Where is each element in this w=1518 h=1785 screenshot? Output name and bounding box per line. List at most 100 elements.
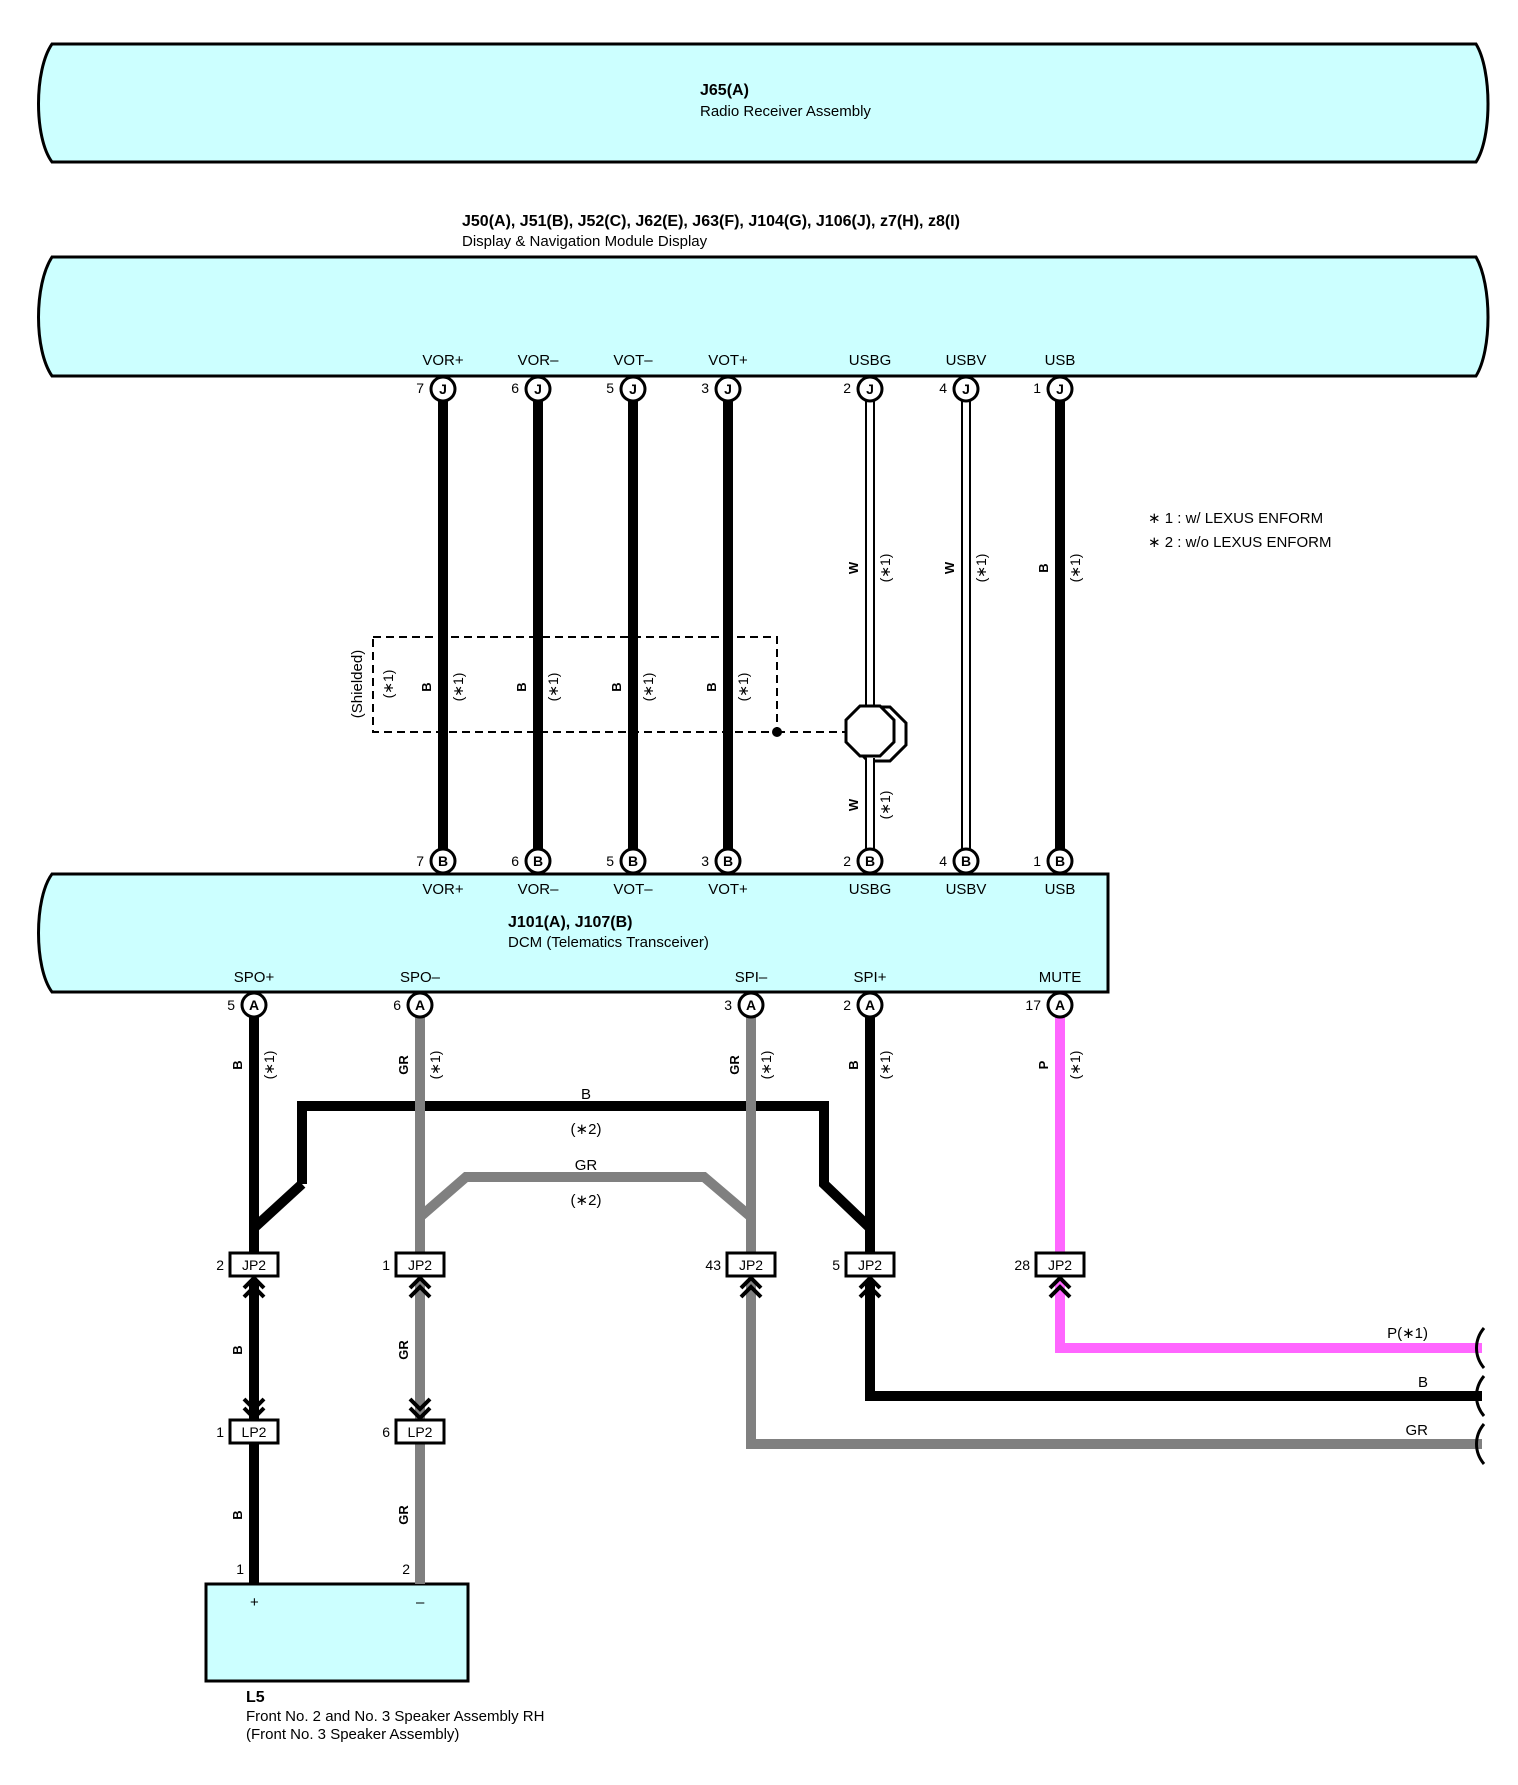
dcm-conn-spi-minus: A — [746, 997, 756, 1013]
label-note-spi-plus: (∗1) — [877, 1051, 893, 1080]
label-note-spo-plus: (∗1) — [261, 1051, 277, 1080]
right-lead-label-b: B — [1418, 1374, 1428, 1391]
speaker-id: L5 — [246, 1689, 265, 1706]
label-note-mute: (∗1) — [1067, 1051, 1083, 1080]
dcm-signal-spi-plus: SPI+ — [854, 969, 887, 986]
lp2-pin-2: 6 — [382, 1424, 390, 1440]
wire-right-b — [865, 1280, 1482, 1401]
display-signal-usbg: USBG — [849, 352, 892, 369]
lp2-connectors — [228, 1397, 446, 1445]
dcm-telematics-transceiver: J101(A), J107(B) DCM (Telematics Transce… — [37, 872, 1110, 994]
lp2-label-1: LP2 — [242, 1424, 267, 1440]
label-color-usb: B — [1036, 563, 1051, 572]
label-color-speaker-b: B — [230, 1510, 245, 1519]
dcm-signal-spo-minus: SPO– — [400, 969, 441, 986]
label-note-vot-plus: (∗1) — [735, 673, 751, 702]
display-pin-vor-minus: 6 — [511, 380, 519, 396]
label-color-vor-minus: B — [514, 682, 529, 691]
wire-right-p — [1055, 1280, 1482, 1353]
label-color-spi-plus: B — [846, 1060, 861, 1069]
speaker-minus: – — [416, 1594, 425, 1611]
dcm-pin-spo-plus: 5 — [227, 997, 235, 1013]
dcm-conn-vot-minus: B — [628, 853, 638, 869]
display-conn-vot-minus: J — [629, 381, 637, 397]
jp2-label-2: JP2 — [408, 1257, 432, 1273]
wire-bypass-gr — [416, 1172, 755, 1221]
display-name: Display & Navigation Module Display — [462, 233, 708, 250]
label-note-vor-minus: (∗1) — [545, 673, 561, 702]
dcm-signal-usbg: USBG — [849, 881, 892, 898]
speaker-pin-b: 1 — [236, 1561, 244, 1577]
bypass-b-note: (∗2) — [571, 1121, 602, 1138]
wire-bypass-b — [250, 1101, 874, 1232]
label-note-usbg: (∗1) — [877, 554, 893, 583]
dcm-pin-usbg: 2 — [843, 853, 851, 869]
dcm-pin-spi-minus: 3 — [724, 997, 732, 1013]
label-color-spi-minus: GR — [727, 1055, 742, 1075]
display-pin-usb: 1 — [1033, 380, 1041, 396]
jp2-pin-5: 28 — [1014, 1257, 1030, 1273]
dcm-conn-spo-minus: A — [415, 997, 425, 1013]
dcm-conn-spo-plus: A — [249, 997, 259, 1013]
jp2-pin-3: 43 — [705, 1257, 721, 1273]
speaker-assembly: + – L5 Front No. 2 and No. 3 Speaker Ass… — [204, 1582, 544, 1743]
display-signal-vor-plus: VOR+ — [422, 352, 464, 369]
dcm-pin-vot-plus: 3 — [701, 853, 709, 869]
speaker-name: Front No. 2 and No. 3 Speaker Assembly R… — [246, 1708, 544, 1725]
display-conn-vor-plus: J — [439, 381, 447, 397]
dcm-signal-vor-plus: VOR+ — [422, 881, 464, 898]
display-conn-usb: J — [1056, 381, 1064, 397]
wire-right-gr — [746, 1280, 1482, 1449]
jp2-connectors — [228, 1251, 1086, 1299]
dcm-pin-spi-plus: 2 — [843, 997, 851, 1013]
dcm-pin-vor-plus: 7 — [416, 853, 424, 869]
label-color-spo-minus: GR — [396, 1055, 411, 1075]
speaker-note: (Front No. 3 Speaker Assembly) — [246, 1726, 459, 1743]
legend-line-1: ∗ 1 : w/ LEXUS ENFORM — [1148, 510, 1323, 527]
legend-line-2: ∗ 2 : w/o LEXUS ENFORM — [1148, 534, 1331, 551]
dcm-conn-vor-plus: B — [438, 853, 448, 869]
radio-receiver-assembly: J65(A) Radio Receiver Assembly — [37, 42, 1490, 164]
dcm-a-connector-pins — [240, 991, 1074, 1019]
dcm-name: DCM (Telematics Transceiver) — [508, 934, 709, 951]
display-signal-vot-minus: VOT– — [613, 352, 653, 369]
label-color-jp2-lp2-b: B — [230, 1345, 245, 1354]
display-navigation-module — [37, 255, 1490, 378]
dcm-id: J101(A), J107(B) — [508, 914, 633, 931]
dcm-conn-usb: B — [1055, 853, 1065, 869]
display-signal-vor-minus: VOR– — [518, 352, 560, 369]
shield-note: (∗1) — [380, 670, 396, 699]
label-color-vor-plus: B — [419, 682, 434, 691]
label-color-usbv: W — [942, 561, 957, 574]
lp2-label-2: LP2 — [408, 1424, 433, 1440]
display-conn-vor-minus: J — [534, 381, 542, 397]
label-color-jp2-lp2-gr: GR — [396, 1340, 411, 1360]
label-note-usbg-lower: (∗1) — [877, 791, 893, 820]
right-lead-label-gr: GR — [1406, 1422, 1429, 1439]
display-pin-usbg: 2 — [843, 380, 851, 396]
dcm-conn-vor-minus: B — [533, 853, 543, 869]
label-color-vot-minus: B — [609, 682, 624, 691]
dcm-signal-usbv: USBV — [946, 881, 987, 898]
jp2-pin-4: 5 — [832, 1257, 840, 1273]
radio-name: Radio Receiver Assembly — [700, 103, 871, 120]
dcm-pin-mute: 17 — [1025, 997, 1041, 1013]
jp2-pin-1: 2 — [216, 1257, 224, 1273]
jp2-label-4: JP2 — [858, 1257, 882, 1273]
display-signal-usb: USB — [1045, 352, 1076, 369]
shield-label: (Shielded) — [349, 650, 366, 718]
shield-splice-octagon — [844, 704, 896, 758]
jp2-label-5: JP2 — [1048, 1257, 1072, 1273]
label-note-vor-plus: (∗1) — [450, 673, 466, 702]
jp2-label-1: JP2 — [242, 1257, 266, 1273]
wire-break-marks — [1475, 1327, 1486, 1465]
label-color-speaker-gr: GR — [396, 1505, 411, 1525]
dcm-signal-spi-minus: SPI– — [735, 969, 768, 986]
display-pin-vor-plus: 7 — [416, 380, 424, 396]
dcm-pin-vot-minus: 5 — [606, 853, 614, 869]
right-lead-label-p: P(∗1) — [1387, 1325, 1428, 1342]
label-note-usbv: (∗1) — [973, 554, 989, 583]
label-color-usbg-lower: W — [846, 798, 861, 811]
display-conn-vot-plus: J — [724, 381, 732, 397]
